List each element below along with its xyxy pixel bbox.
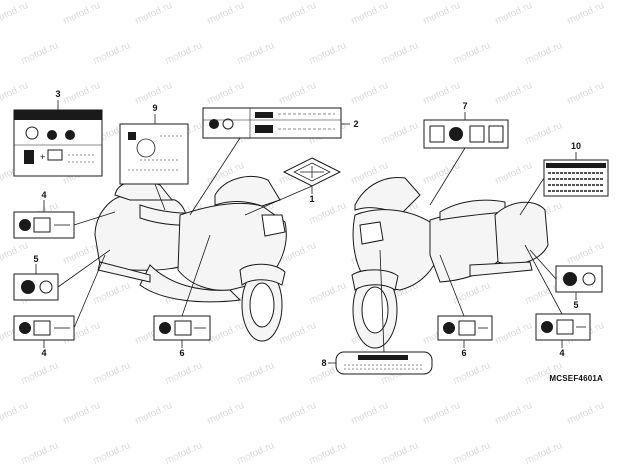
callout-8: 8 bbox=[321, 358, 327, 368]
callout-7: 7 bbox=[462, 101, 468, 111]
callout-10: 10 bbox=[570, 141, 581, 151]
callout-6-left: 6 bbox=[179, 348, 185, 358]
label-6-right bbox=[437, 315, 493, 341]
label-2 bbox=[202, 107, 342, 139]
label-5-left bbox=[13, 273, 59, 301]
label-4-upper-left bbox=[13, 211, 75, 239]
diagram-code: MCSEF4601A bbox=[549, 374, 603, 383]
label-9 bbox=[119, 123, 189, 185]
label-1-diamond bbox=[282, 157, 342, 187]
callout-4-right: 4 bbox=[559, 348, 565, 358]
callout-5-left: 5 bbox=[33, 254, 39, 264]
label-5-right bbox=[555, 265, 603, 293]
svg-text:+: + bbox=[40, 152, 45, 162]
callout-3: 3 bbox=[55, 89, 61, 99]
callout-4-upper-left: 4 bbox=[41, 190, 47, 200]
callout-5-right: 5 bbox=[573, 300, 579, 310]
label-3: + bbox=[13, 109, 103, 177]
label-7 bbox=[423, 119, 509, 149]
label-4-lower-left bbox=[13, 315, 75, 341]
label-8 bbox=[335, 351, 433, 375]
label-4-right bbox=[535, 313, 591, 341]
callout-6-right: 6 bbox=[461, 348, 467, 358]
callout-1: 1 bbox=[309, 194, 315, 204]
leader-lines bbox=[35, 100, 577, 364]
callout-9: 9 bbox=[152, 103, 158, 113]
callout-2: 2 bbox=[353, 119, 359, 129]
callout-4-lower-left: 4 bbox=[41, 348, 47, 358]
label-6-left bbox=[153, 315, 211, 341]
right-motorcycle bbox=[351, 176, 549, 349]
label-10 bbox=[543, 159, 609, 197]
